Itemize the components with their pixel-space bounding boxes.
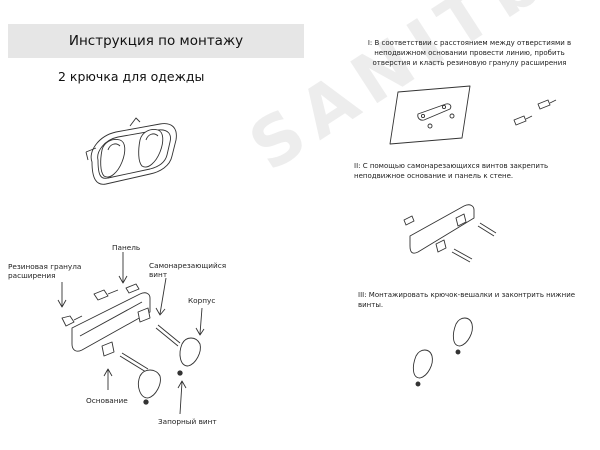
step-2-illustration — [403, 204, 497, 263]
step-3-illustration — [412, 317, 473, 387]
label-rubber-granule: Резиновая гранула расширения — [8, 262, 82, 280]
page-title: Инструкция по монтажу — [68, 33, 244, 49]
step-1-text: I: В соответствии с расстоянием между от… — [367, 39, 572, 67]
title-bar: Инструкция по монтажу — [8, 24, 304, 58]
label-self-tapping-screw: Самонарезающийся винт — [149, 261, 227, 279]
step-1-illustration — [389, 85, 557, 145]
step-3-text: III: Монтажировать крючок-вешалки и зако… — [358, 291, 576, 309]
label-panel: Панель — [112, 243, 141, 252]
exploded-view-illustration — [57, 252, 205, 415]
step-2-text: II: С помощью самонарезающихся винтов за… — [354, 162, 549, 180]
label-body: Корпус — [188, 296, 216, 305]
page-subtitle: 2 крючка для одежды — [58, 69, 205, 84]
label-lock-screw: Запорный винт — [158, 417, 217, 426]
assembled-hooks-illustration — [85, 117, 177, 185]
label-base: Основание — [86, 396, 128, 405]
